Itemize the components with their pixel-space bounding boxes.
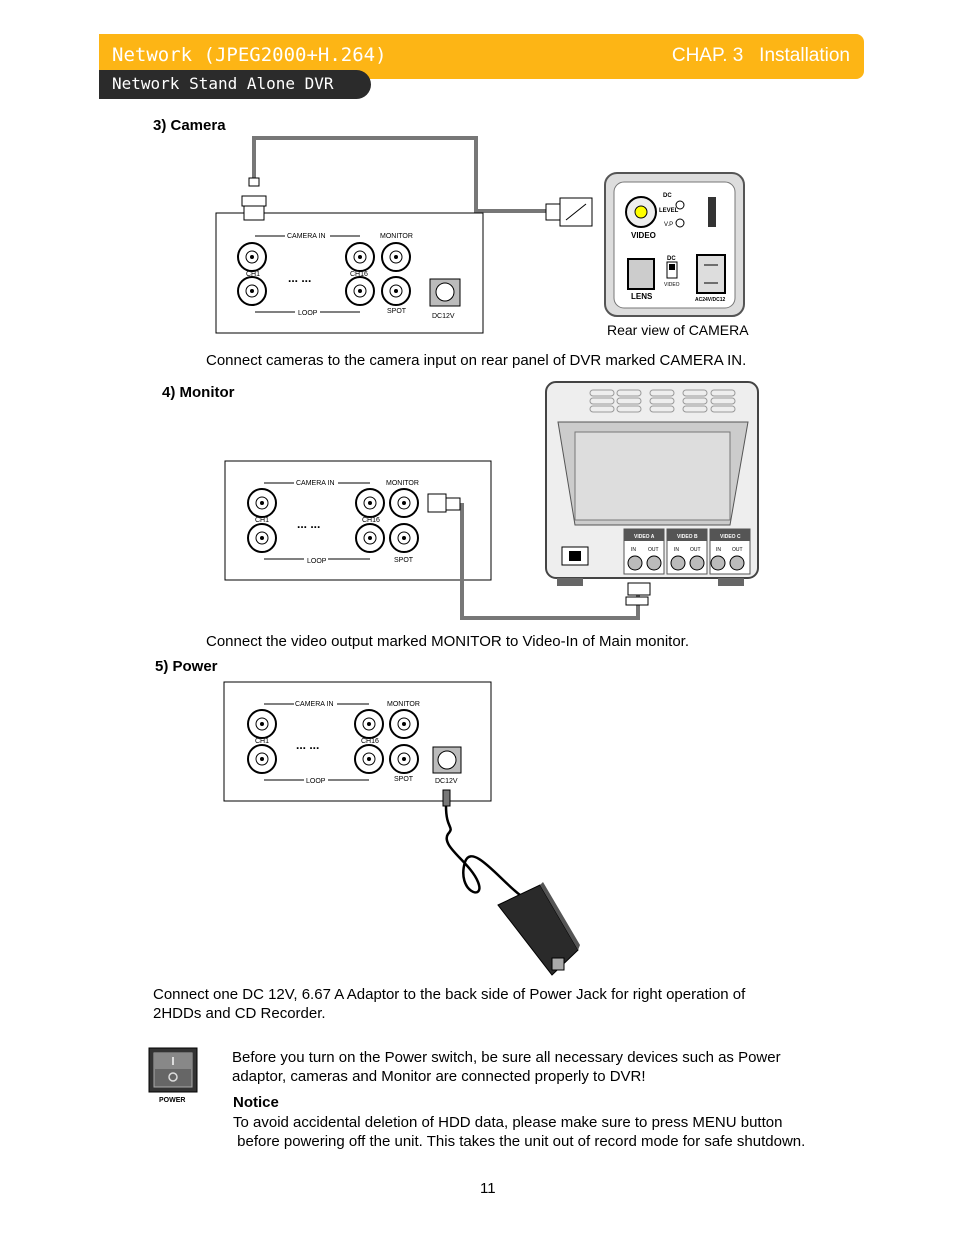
monitor-diagram: CAMERA IN MONITOR CH1 CH16 ... ... LOOP … bbox=[224, 381, 759, 620]
camera-diagram: CAMERA IN MONITOR CH1 CH16 ... ... LOOP … bbox=[215, 136, 745, 334]
label-loop-3: LOOP bbox=[306, 778, 326, 785]
label-cam-video: VIDEO bbox=[631, 231, 656, 240]
label-dots: ... ... bbox=[288, 271, 311, 285]
notice-line-2: before powering off the unit. This takes… bbox=[233, 1133, 806, 1150]
header-title: Network (JPEG2000+H.264) bbox=[112, 44, 387, 66]
power-switch-label: POWER bbox=[159, 1097, 185, 1104]
chapter-label: CHAP. 3 Installation bbox=[671, 45, 850, 66]
label-cam-lens: LENS bbox=[631, 292, 653, 301]
label-loop-2: LOOP bbox=[307, 558, 327, 565]
camera-caption: Rear view of CAMERA bbox=[607, 322, 749, 338]
label-camera-in: CAMERA IN bbox=[287, 233, 326, 240]
power-instruction-1: Connect one DC 12V, 6.67 A Adaptor to th… bbox=[153, 986, 746, 1003]
label-ch16-2: CH16 bbox=[362, 517, 380, 524]
subtitle: Network Stand Alone DVR bbox=[112, 74, 334, 93]
label-in-b: IN bbox=[674, 547, 679, 553]
label-out-a: OUT bbox=[648, 547, 659, 553]
label-video-a: VIDEO A bbox=[634, 534, 655, 540]
label-spot: SPOT bbox=[387, 308, 407, 315]
power-warning-2: adaptor, cameras and Monitor are connect… bbox=[232, 1068, 646, 1085]
monitor-instruction: Connect the video output marked MONITOR … bbox=[206, 633, 690, 650]
camera-instruction: Connect cameras to the camera input on r… bbox=[206, 352, 747, 369]
power-instruction-2: 2HDDs and CD Recorder. bbox=[153, 1005, 326, 1022]
label-monitor: MONITOR bbox=[380, 233, 413, 240]
label-dots-2: ... ... bbox=[297, 517, 320, 531]
label-cam-video2: VIDEO bbox=[664, 282, 680, 288]
label-cam-dc: DC bbox=[663, 193, 672, 199]
label-ch16-3: CH16 bbox=[361, 738, 379, 745]
label-in-c: IN bbox=[716, 547, 721, 553]
label-monitor-2: MONITOR bbox=[386, 480, 419, 487]
label-out-c: OUT bbox=[732, 547, 743, 553]
label-cam-vp: V.P bbox=[664, 222, 673, 228]
power-diagram: CAMERA IN MONITOR CH1 CH16 ... ... LOOP … bbox=[223, 681, 580, 976]
label-cam-dc2: DC bbox=[667, 256, 676, 262]
power-heading: 5) Power bbox=[155, 658, 218, 675]
label-video-b: VIDEO B bbox=[677, 534, 698, 540]
label-cam-level: LEVEL bbox=[659, 208, 679, 214]
label-dc12v-3: DC12V bbox=[435, 778, 458, 785]
label-in-a: IN bbox=[631, 547, 636, 553]
page-number: 11 bbox=[480, 1180, 496, 1197]
label-monitor-3: MONITOR bbox=[387, 701, 420, 708]
camera-heading: 3) Camera bbox=[153, 117, 226, 134]
bnc-connectors bbox=[237, 242, 411, 306]
label-cam-power: AC24V/DC12 bbox=[695, 297, 726, 303]
power-switch-icon: POWER bbox=[148, 1047, 198, 1104]
label-ch16: CH16 bbox=[350, 271, 368, 278]
power-warning-1: Before you turn on the Power switch, be … bbox=[232, 1049, 781, 1066]
label-dc12v: DC12V bbox=[432, 313, 455, 320]
label-ch1: CH1 bbox=[246, 271, 260, 278]
label-spot-2: SPOT bbox=[394, 557, 414, 564]
notice-line-1: To avoid accidental deletion of HDD data… bbox=[233, 1114, 783, 1131]
label-ch1-3: CH1 bbox=[255, 738, 269, 745]
label-spot-3: SPOT bbox=[394, 776, 414, 783]
label-camera-in-3: CAMERA IN bbox=[295, 701, 334, 708]
label-video-c: VIDEO C bbox=[720, 534, 741, 540]
label-out-b: OUT bbox=[690, 547, 701, 553]
label-dots-3: ... ... bbox=[296, 738, 319, 752]
notice-heading: Notice bbox=[233, 1094, 279, 1111]
label-ch1-2: CH1 bbox=[255, 517, 269, 524]
label-loop: LOOP bbox=[298, 310, 318, 317]
label-camera-in-2: CAMERA IN bbox=[296, 480, 335, 487]
monitor-heading: 4) Monitor bbox=[162, 384, 235, 401]
subtitle-bar bbox=[99, 70, 371, 99]
